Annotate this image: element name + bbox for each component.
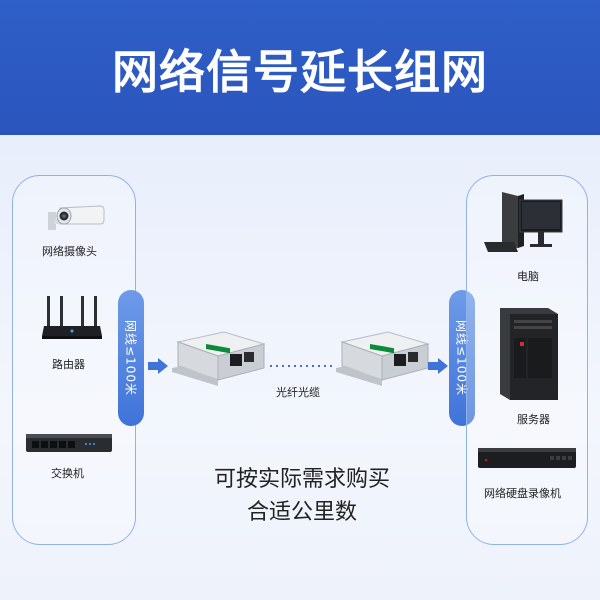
- switch-icon: [26, 434, 112, 452]
- device-label-nvr: 网络硬盘录像机: [484, 487, 561, 500]
- cable-length-left-text: 网线≤100米: [123, 320, 138, 396]
- device-label-router: 路由器: [52, 358, 85, 371]
- media-converter-right: [336, 331, 430, 386]
- purchase-note-line2: 合适公里数: [246, 500, 357, 525]
- arrow-right-icon: [428, 358, 448, 374]
- fiber-cable-label: 光纤光缆: [276, 386, 320, 399]
- server-icon: [500, 308, 558, 400]
- nvr-icon: [478, 448, 576, 468]
- device-label-server: 服务器: [517, 413, 550, 426]
- purchase-note: 可按实际需求购买 合适公里数: [188, 463, 416, 529]
- media-converter-left: [172, 331, 266, 386]
- purchase-note-line1: 可按实际需求购买: [213, 467, 390, 492]
- device-label-switch: 交换机: [51, 467, 84, 480]
- left-device-panel: [12, 175, 136, 545]
- cable-length-left-badge: 网线≤100米: [118, 290, 144, 426]
- router-icon: [42, 296, 102, 339]
- computer-icon: [484, 192, 563, 252]
- device-label-camera: 网络摄像头: [42, 245, 97, 258]
- fiber-cable-line: [270, 365, 332, 367]
- device-label-computer: 电脑: [517, 270, 539, 283]
- header-banner: 网络信号延长组网: [0, 0, 600, 135]
- ip-camera-icon: [48, 205, 105, 230]
- cable-length-right-badge: 网线≤100米: [449, 290, 475, 426]
- arrow-right-icon: [148, 358, 168, 374]
- page-title: 网络信号延长组网: [112, 45, 488, 99]
